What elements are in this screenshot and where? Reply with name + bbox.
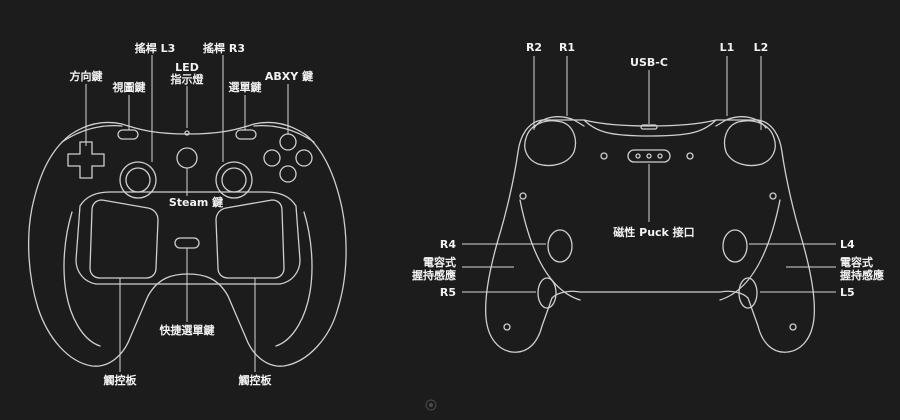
l4-paddle[interactable] xyxy=(722,229,748,263)
label-l1: L1 xyxy=(720,41,735,54)
l1-bumper[interactable] xyxy=(715,116,767,129)
screw xyxy=(686,152,694,160)
back-leader-lines xyxy=(462,56,836,293)
right-stick-outer[interactable] xyxy=(215,161,253,199)
label-r2: R2 xyxy=(526,41,542,54)
front-leader-lines xyxy=(85,55,289,372)
label-menu: 選單鍵 xyxy=(229,80,262,94)
front-bumper-left xyxy=(61,124,123,143)
screw xyxy=(600,152,608,160)
puck-pin-3 xyxy=(657,153,663,159)
back-top-edge xyxy=(583,119,717,137)
trackpad-left[interactable] xyxy=(89,199,159,279)
l5-paddle[interactable] xyxy=(738,277,758,309)
label-quick-menu: 快捷選單鍵 xyxy=(159,323,215,337)
quick-menu-button[interactable] xyxy=(174,237,200,249)
label-l4: L4 xyxy=(840,238,855,251)
front-bumper-right xyxy=(253,124,315,143)
label-puck: 磁性 Puck 接口 xyxy=(613,225,694,239)
l2-trigger[interactable] xyxy=(723,120,776,167)
puck-connector xyxy=(627,149,671,163)
view-button[interactable] xyxy=(117,129,139,140)
front-view xyxy=(27,121,347,367)
puck-pin-1 xyxy=(635,153,641,159)
label-l2: L2 xyxy=(754,41,769,54)
label-trackpad-right: 觸控板 xyxy=(239,373,273,387)
r4-paddle[interactable] xyxy=(547,229,573,263)
front-grip-contour xyxy=(63,211,313,347)
label-capacitive-left: 電容式 xyxy=(423,255,456,269)
trackpad-right[interactable] xyxy=(215,199,285,279)
dpad-icon[interactable] xyxy=(67,141,105,179)
label-dpad: 方向鍵 xyxy=(70,69,103,83)
label-capacitive-right: 電容式 xyxy=(840,255,873,269)
steam-button[interactable] xyxy=(176,147,198,169)
right-stick-inner xyxy=(221,167,247,193)
button-y[interactable] xyxy=(279,133,297,151)
led-indicator xyxy=(184,130,190,136)
menu-button[interactable] xyxy=(235,129,257,140)
label-capacitive-left-line2: 握持感應 xyxy=(412,268,456,282)
button-x[interactable] xyxy=(263,149,281,167)
label-led: LED xyxy=(175,61,199,74)
label-r5: R5 xyxy=(440,286,456,299)
front-body-outline xyxy=(27,121,347,367)
label-l3: 搖桿 L3 xyxy=(135,41,176,55)
usbc-port xyxy=(640,124,658,130)
label-usbc: USB-C xyxy=(630,56,668,69)
screw xyxy=(503,323,511,331)
screw xyxy=(789,323,797,331)
screw xyxy=(519,192,527,200)
screw xyxy=(769,192,777,200)
back-labels: R2 R1 USB-C L1 L2 磁性 Puck 接口 R4 電容式 握持感應… xyxy=(412,41,884,299)
r5-paddle[interactable] xyxy=(537,277,557,309)
label-r3: 搖桿 R3 xyxy=(203,41,245,55)
label-led-line2: 指示燈 xyxy=(171,72,205,86)
front-inner-frame xyxy=(75,191,301,285)
label-l5: L5 xyxy=(840,286,855,299)
button-b[interactable] xyxy=(295,149,313,167)
back-inner-curve xyxy=(519,199,781,301)
label-abxy: ABXY 鍵 xyxy=(265,69,313,83)
left-stick-outer[interactable] xyxy=(119,161,157,199)
puck-pin-2 xyxy=(646,153,652,159)
label-trackpad-left: 觸控板 xyxy=(104,373,138,387)
r1-bumper[interactable] xyxy=(533,116,585,129)
label-view: 視圖鍵 xyxy=(112,80,146,94)
label-r4: R4 xyxy=(440,238,456,251)
r2-trigger[interactable] xyxy=(524,120,577,167)
button-a[interactable] xyxy=(279,165,297,183)
label-r1: R1 xyxy=(559,41,575,54)
label-steam: Steam 鍵 xyxy=(169,195,223,209)
watermark-logo xyxy=(425,399,437,411)
label-capacitive-right-line2: 握持感應 xyxy=(840,268,884,282)
front-labels: 搖桿 L3 搖桿 R3 LED 指示燈 方向鍵 視圖鍵 選單鍵 ABXY 鍵 S… xyxy=(70,41,314,387)
left-stick-inner xyxy=(125,167,151,193)
